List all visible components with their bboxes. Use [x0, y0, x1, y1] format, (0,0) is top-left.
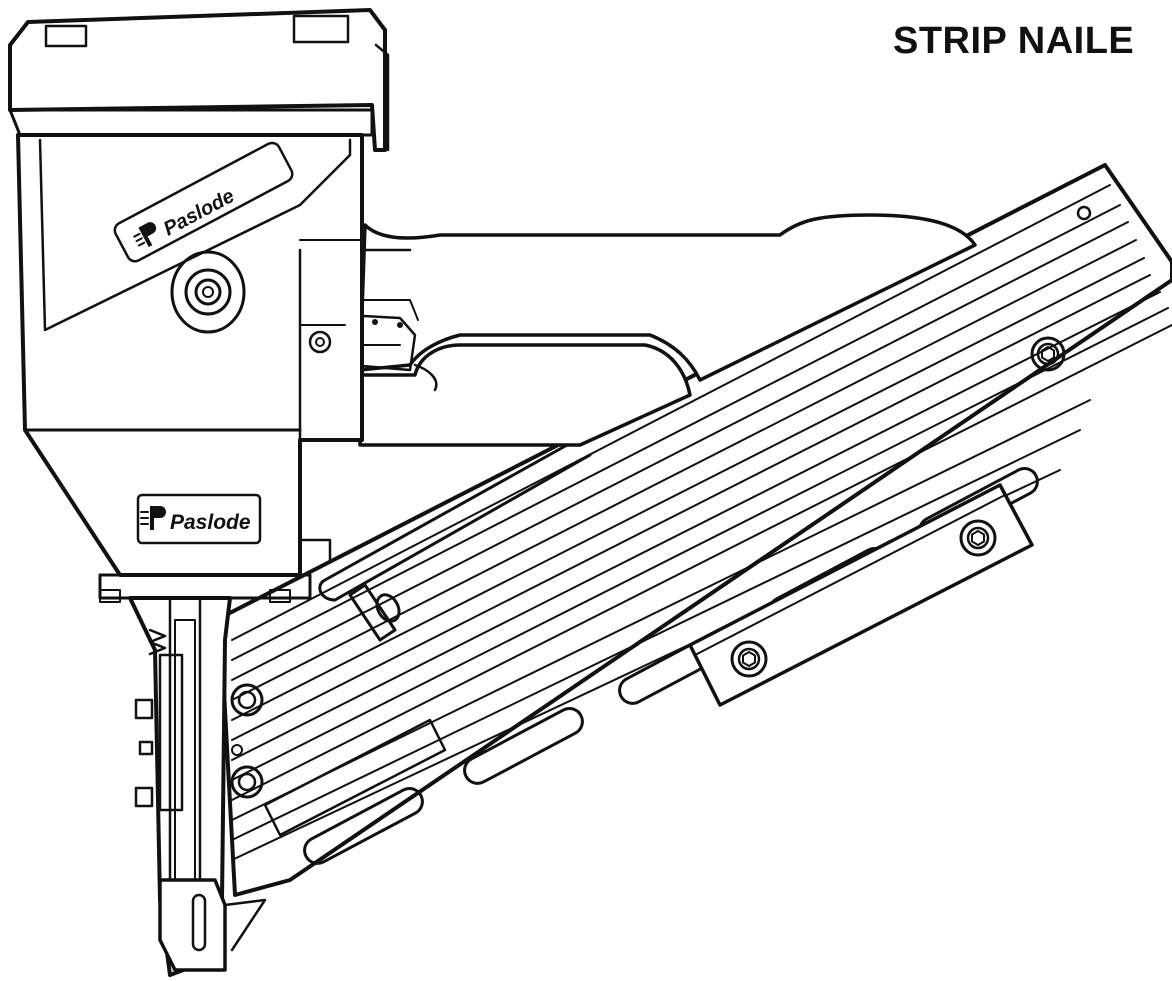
hex-screw-icon	[730, 640, 768, 678]
handle	[343, 213, 977, 447]
nose	[128, 596, 267, 977]
hex-screw-icon	[230, 765, 264, 799]
page-title: STRIP NAILE	[893, 20, 1135, 62]
hex-screw-icon	[1076, 205, 1092, 221]
body	[8, 8, 390, 603]
magazine	[218, 163, 1172, 897]
magazine-bracket	[688, 483, 1034, 707]
hex-screw-icon	[1030, 336, 1066, 372]
brand-label-lower: Paslode	[170, 511, 251, 534]
paslode-logo-icon	[133, 222, 157, 248]
paslode-logo-icon	[140, 506, 166, 530]
hex-screw-icon	[231, 744, 243, 756]
hex-screw-icon	[230, 683, 264, 717]
hex-screw-icon	[959, 519, 997, 557]
